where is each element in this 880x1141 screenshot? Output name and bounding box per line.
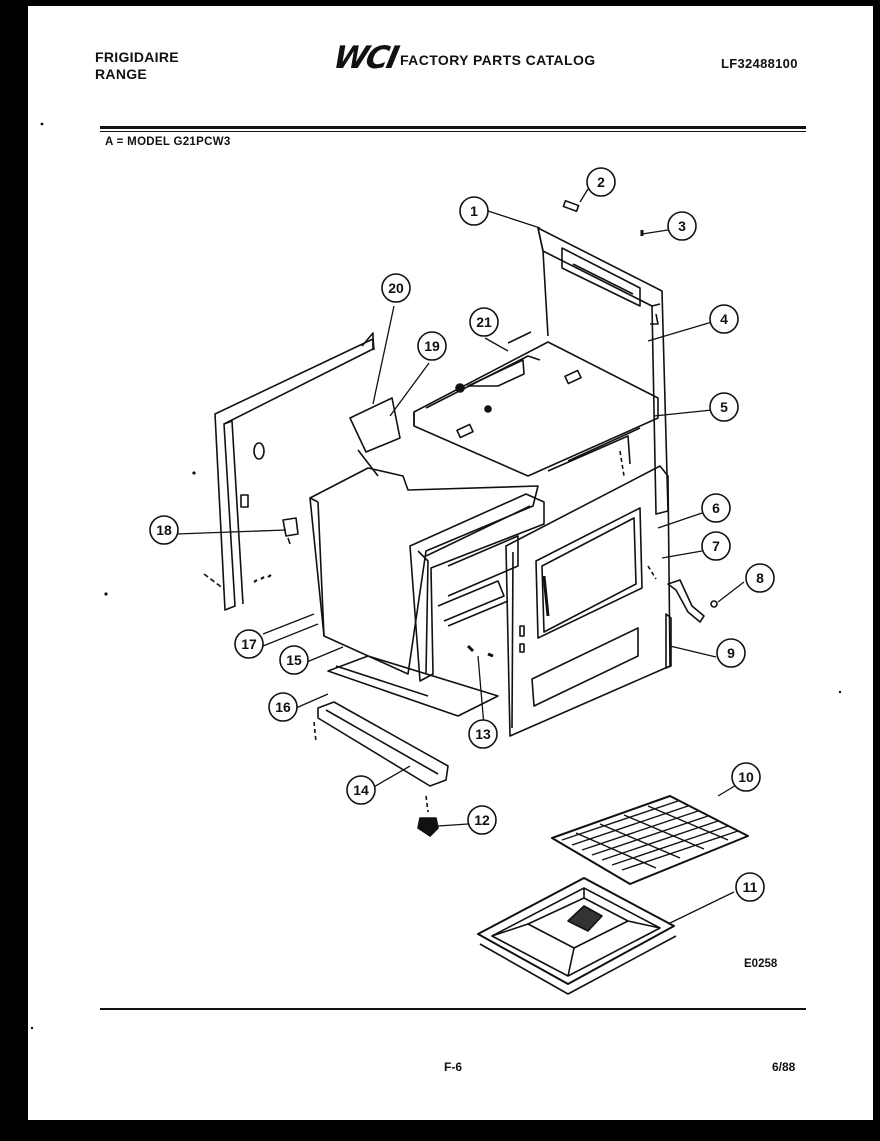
callout-label-10: 10	[738, 769, 754, 785]
side-rails	[547, 427, 641, 477]
callout-label-14: 14	[353, 782, 369, 798]
callout-20	[381, 273, 411, 303]
callout-1	[459, 196, 489, 226]
callout-labels: 1 2 3 4 5 6 7 8 9 10 11 12 13 14 15 16 1…	[156, 174, 764, 895]
callout-14	[346, 775, 376, 805]
header-rule-thin	[100, 131, 806, 132]
part-number: LF32488100	[721, 56, 798, 71]
exploded-parts-diagram: 1 2 3 4 5 6 7 8 9 10 11 12 13 14 15 16 1…	[30, 122, 842, 1030]
oven-liner-frame	[409, 493, 545, 682]
callout-label-18: 18	[156, 522, 172, 538]
oven-door	[505, 465, 671, 737]
callout-6	[701, 493, 731, 523]
callout-9	[716, 638, 746, 668]
callout-label-2: 2	[597, 174, 605, 190]
callout-label-15: 15	[286, 652, 302, 668]
brand-block: FRIGIDAIRE RANGE	[95, 49, 179, 83]
back-panel	[537, 199, 669, 515]
left-side-panel	[191, 332, 375, 611]
leader-lines	[175, 188, 745, 925]
catalog-title: FACTORY PARTS CATALOG	[400, 52, 596, 68]
broiler-pan	[477, 877, 677, 995]
callout-18	[149, 515, 179, 545]
callout-8	[745, 563, 775, 593]
callout-label-19: 19	[424, 338, 440, 354]
callout-15	[279, 645, 309, 675]
callout-label-9: 9	[727, 645, 735, 661]
shelf-supports	[437, 535, 519, 658]
scan-specks	[30, 122, 842, 1030]
callout-label-4: 4	[720, 311, 728, 327]
callout-label-8: 8	[756, 570, 764, 586]
callout-label-20: 20	[388, 280, 404, 296]
callout-label-11: 11	[743, 879, 758, 895]
callout-2	[586, 167, 616, 197]
callout-11	[735, 872, 765, 902]
callout-label-7: 7	[712, 538, 720, 554]
callout-7	[701, 531, 731, 561]
footer-rule	[100, 1008, 806, 1010]
diagram-code: E0258	[744, 958, 778, 970]
callout-label-3: 3	[678, 218, 686, 234]
callout-label-6: 6	[712, 500, 720, 516]
callout-12	[467, 805, 497, 835]
callout-4	[709, 304, 739, 334]
top-support-panel	[413, 331, 659, 477]
leveler-leg	[417, 795, 439, 837]
callout-10	[731, 762, 761, 792]
callout-label-12: 12	[474, 812, 490, 828]
model-label: A = MODEL G21PCW3	[105, 136, 231, 148]
terminal-block	[282, 397, 401, 545]
product-type: RANGE	[95, 66, 148, 82]
callouts	[149, 167, 775, 902]
callout-label-21: 21	[476, 314, 492, 330]
brand-name: FRIGIDAIRE	[95, 49, 179, 65]
callout-label-16: 16	[275, 699, 291, 715]
callout-label-13: 13	[475, 726, 491, 742]
callout-17	[234, 629, 264, 659]
callout-13	[468, 719, 498, 749]
catalog-page: FRIGIDAIRE RANGE WCI FACTORY PARTS CATAL…	[28, 6, 873, 1120]
oven-cavity-wrap	[309, 467, 539, 675]
door-hinges	[647, 565, 718, 669]
oven-bottom	[327, 655, 499, 717]
callout-label-5: 5	[720, 399, 728, 415]
catalog-date: 6/88	[772, 1060, 796, 1074]
callout-label-17: 17	[241, 636, 257, 652]
kick-plate	[313, 701, 449, 787]
callout-5	[709, 392, 739, 422]
callout-16	[268, 692, 298, 722]
callout-3	[667, 211, 697, 241]
callout-19	[417, 331, 447, 361]
callout-label-1: 1	[470, 203, 478, 219]
figure-number: F-6	[444, 1060, 462, 1074]
callout-21	[469, 307, 499, 337]
header-rule-thick	[100, 126, 806, 129]
oven-rack	[551, 795, 749, 885]
